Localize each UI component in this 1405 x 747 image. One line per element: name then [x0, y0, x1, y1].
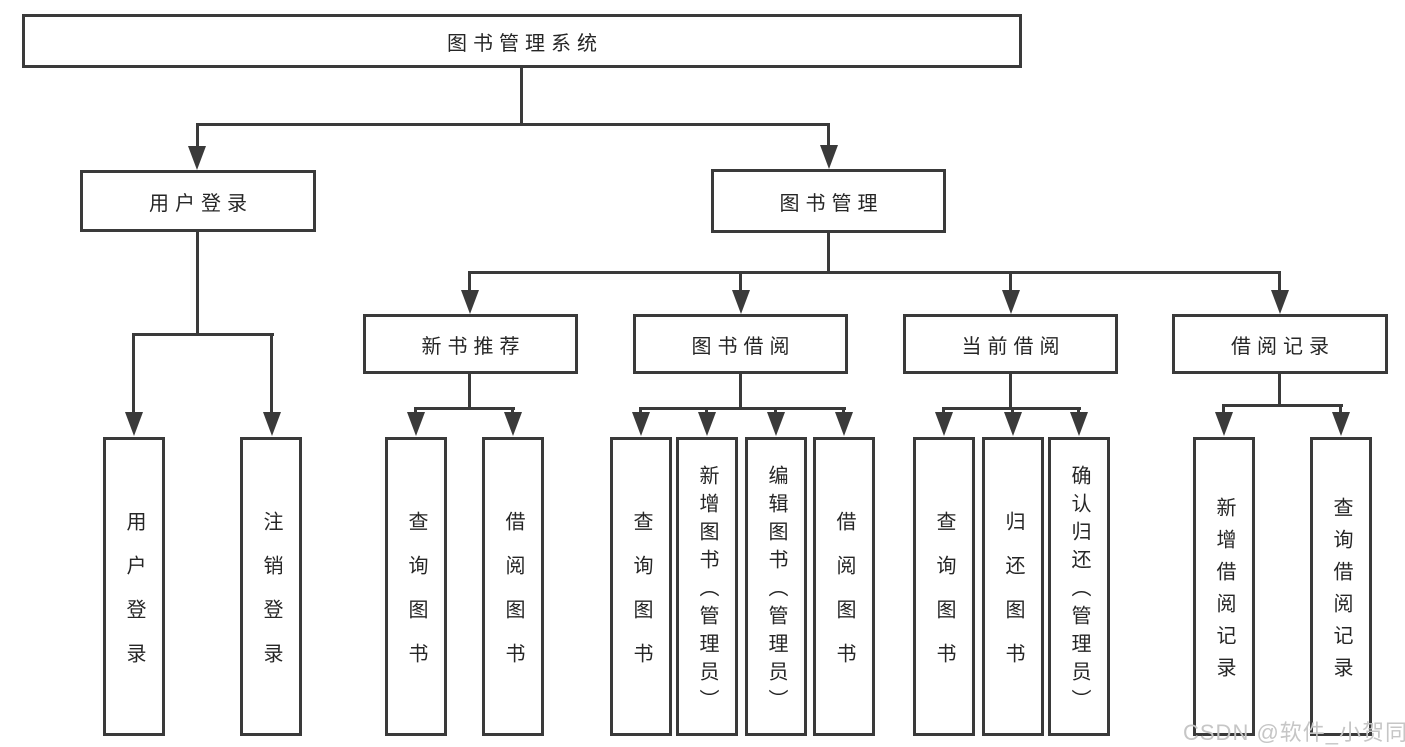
connector-shaft — [1077, 407, 1080, 416]
connector-shaft — [1222, 404, 1225, 416]
node-label: 图书借阅 — [691, 335, 796, 358]
arrow-down-icon — [698, 412, 716, 436]
connector-stem — [196, 232, 199, 336]
connector-shaft — [739, 271, 742, 293]
arrow-down-icon — [1004, 412, 1022, 436]
leaf-label: 借阅图书 — [833, 510, 855, 687]
leaf-return-books: 归还图书 — [982, 437, 1044, 736]
node-label: 借阅记录 — [1231, 335, 1335, 358]
node-current-borrow: 当前借阅 — [903, 314, 1118, 374]
node-label: 用户登录 — [149, 192, 253, 215]
connector-stem — [739, 373, 742, 410]
leaf-label: 查询借阅记录 — [1330, 496, 1352, 689]
connector-bar — [639, 407, 846, 410]
leaf-user-login: 用户登录 — [103, 437, 165, 736]
leaf-query-books-recommend: 查询图书 — [385, 437, 447, 736]
leaf-label: 新增借阅记录 — [1213, 496, 1235, 689]
leaf-label: 确认归还（管理员） — [1068, 464, 1090, 717]
leaf-label: 查询图书 — [933, 510, 955, 687]
leaf-label: 查询图书 — [405, 510, 427, 687]
arrow-down-icon — [504, 412, 522, 436]
connector-shaft — [270, 333, 273, 415]
node-label: 图书管理系统 — [447, 32, 603, 55]
leaf-query-books-borrow: 查询图书 — [610, 437, 672, 736]
node-user-login: 用户登录 — [80, 170, 316, 232]
connector-shaft — [1009, 271, 1012, 293]
arrow-down-icon — [732, 290, 750, 314]
watermark: CSDN @软件_小贺同学 — [1183, 720, 1405, 745]
connector-shaft — [639, 407, 642, 416]
connector-stem — [1278, 373, 1281, 407]
connector-shaft — [468, 271, 471, 293]
arrow-down-icon — [632, 412, 650, 436]
arrow-down-icon — [461, 290, 479, 314]
node-book-management: 图书管理 — [711, 169, 946, 233]
arrow-down-icon — [263, 412, 281, 436]
leaf-label: 用户登录 — [123, 510, 145, 687]
connector-shaft — [705, 407, 708, 416]
arrow-down-icon — [1332, 412, 1350, 436]
leaf-edit-books-admin: 编辑图书（管理员） — [745, 437, 807, 736]
connector-bar — [132, 333, 274, 336]
arrow-down-icon — [1070, 412, 1088, 436]
connector-shaft — [511, 407, 514, 416]
connector-bar — [196, 123, 830, 126]
arrow-down-icon — [1215, 412, 1233, 436]
arrow-down-icon — [188, 146, 206, 170]
leaf-label: 编辑图书（管理员） — [765, 464, 787, 717]
leaf-query-books-current: 查询图书 — [913, 437, 975, 736]
node-book-borrow: 图书借阅 — [633, 314, 848, 374]
leaf-borrow-books: 借阅图书 — [813, 437, 875, 736]
node-root-system: 图书管理系统 — [22, 14, 1022, 68]
leaf-logout: 注销登录 — [240, 437, 302, 736]
leaf-add-borrow-record: 新增借阅记录 — [1193, 437, 1255, 736]
leaf-label: 新增图书（管理员） — [696, 464, 718, 717]
connector-shaft — [1278, 271, 1281, 293]
leaf-borrow-books-recommend: 借阅图书 — [482, 437, 544, 736]
arrow-down-icon — [935, 412, 953, 436]
connector-shaft — [196, 123, 199, 150]
arrow-down-icon — [835, 412, 853, 436]
connector-stem — [520, 68, 523, 126]
arrow-down-icon — [407, 412, 425, 436]
connector-stem — [1009, 373, 1012, 410]
connector-shaft — [1339, 404, 1342, 416]
leaf-label: 注销登录 — [260, 510, 282, 687]
connector-shaft — [1011, 407, 1014, 416]
leaf-label: 归还图书 — [1002, 510, 1024, 687]
node-new-book-recommend: 新书推荐 — [363, 314, 578, 374]
arrow-down-icon — [1002, 290, 1020, 314]
leaf-label: 查询图书 — [630, 510, 652, 687]
connector-shaft — [827, 123, 830, 149]
connector-shaft — [774, 407, 777, 416]
connector-shaft — [942, 407, 945, 416]
arrow-down-icon — [820, 145, 838, 169]
connector-bar — [1222, 404, 1343, 407]
arrow-down-icon — [1271, 290, 1289, 314]
connector-stem — [468, 373, 471, 410]
connector-shaft — [132, 333, 135, 415]
arrow-down-icon — [767, 412, 785, 436]
connector-bar — [468, 271, 1281, 274]
node-label: 新书推荐 — [421, 335, 526, 358]
connector-shaft — [414, 407, 417, 416]
leaf-confirm-return-admin: 确认归还（管理员） — [1048, 437, 1110, 736]
leaf-query-borrow-record: 查询借阅记录 — [1310, 437, 1372, 736]
connector-shaft — [842, 407, 845, 416]
connector-stem — [827, 233, 830, 274]
leaf-add-books-admin: 新增图书（管理员） — [676, 437, 738, 736]
node-borrow-records: 借阅记录 — [1172, 314, 1388, 374]
node-label: 图书管理 — [779, 192, 884, 215]
connector-bar — [414, 407, 515, 410]
arrow-down-icon — [125, 412, 143, 436]
node-label: 当前借阅 — [961, 335, 1066, 358]
leaf-label: 借阅图书 — [502, 510, 524, 687]
